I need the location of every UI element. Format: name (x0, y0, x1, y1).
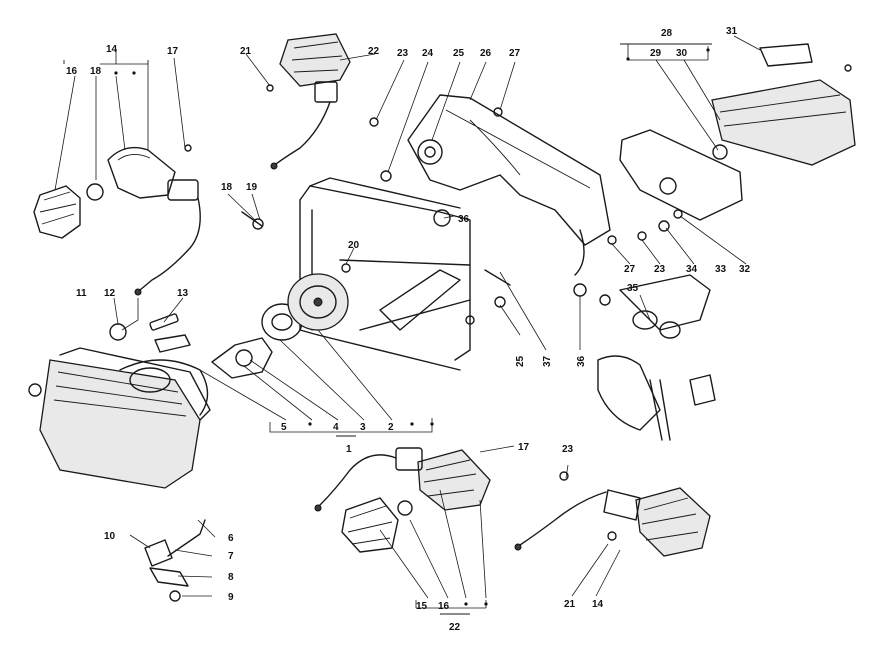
callout-33: 33 (715, 264, 727, 275)
callout-25b: 25 (515, 355, 526, 367)
leader-lines (54, 35, 761, 609)
callout-1: 1 (346, 444, 352, 455)
callout-17: 17 (167, 46, 179, 57)
callout-22: 22 (368, 46, 380, 57)
center-hardware (184, 107, 511, 308)
callout-9: 9 (228, 592, 234, 603)
callout-14b: 14 (592, 599, 604, 610)
callout-13: 13 (177, 288, 189, 299)
callout-16b: 16 (438, 601, 450, 612)
group-brackets (63, 43, 712, 615)
callout-3: 3 (360, 422, 366, 433)
callout-35: 35 (627, 283, 639, 294)
headlight-cowl (407, 94, 611, 276)
callout-17b: 17 (518, 442, 530, 453)
small-hardware-left (28, 313, 191, 397)
callout-26: 26 (480, 48, 492, 59)
callout-31: 31 (726, 26, 738, 37)
callout-38b: 36 (576, 355, 587, 367)
callout-7: 7 (228, 551, 234, 562)
callout-19: 19 (246, 182, 258, 193)
callout-25: 25 (453, 48, 465, 59)
callout-labels: 14 16 18 17 21 22 23 24 25 26 27 28 31 2… (66, 26, 751, 633)
callout-23: 23 (397, 48, 409, 59)
license-light-bracket (573, 209, 716, 441)
headlight-bracket-frame (299, 177, 475, 371)
callout-22b: 22 (449, 622, 461, 633)
callout-32: 32 (739, 264, 751, 275)
callout-14: 14 (106, 44, 118, 55)
callout-30: 30 (676, 48, 688, 59)
callout-28: 28 (661, 28, 673, 39)
callout-12: 12 (104, 288, 116, 299)
callout-10: 10 (104, 531, 116, 542)
callout-34: 34 (686, 264, 698, 275)
callout-15: 15 (416, 601, 428, 612)
callout-4: 4 (333, 422, 339, 433)
headlight-lens-assembly (39, 347, 211, 489)
rear-turn-signal-bottom-right (514, 471, 711, 557)
callout-18: 18 (90, 66, 102, 77)
callout-27: 27 (509, 48, 521, 59)
callout-23b: 23 (654, 264, 666, 275)
callout-38a: 36 (458, 214, 470, 225)
callout-2: 2 (388, 422, 394, 433)
headlight-bulb-set (211, 273, 349, 379)
front-right-turn-signal-top (266, 33, 351, 170)
callout-5: 5 (281, 422, 287, 433)
callout-16: 16 (66, 66, 78, 77)
callout-24: 24 (422, 48, 434, 59)
callout-18b: 18 (221, 182, 233, 193)
front-turn-signal-bottom (314, 447, 491, 553)
callout-37: 37 (542, 355, 553, 367)
callout-29: 29 (650, 48, 662, 59)
callout-23c: 23 (562, 444, 574, 455)
tail-light-assembly (619, 43, 856, 221)
bottom-left-hardware (144, 519, 206, 602)
callout-6: 6 (228, 533, 234, 544)
callout-11: 11 (76, 288, 87, 299)
callout-20: 20 (348, 240, 360, 251)
front-left-turn-signal (33, 146, 201, 296)
callout-21b: 21 (564, 599, 576, 610)
callout-27b: 27 (624, 264, 636, 275)
callout-21: 21 (240, 46, 252, 57)
callout-8: 8 (228, 572, 234, 583)
